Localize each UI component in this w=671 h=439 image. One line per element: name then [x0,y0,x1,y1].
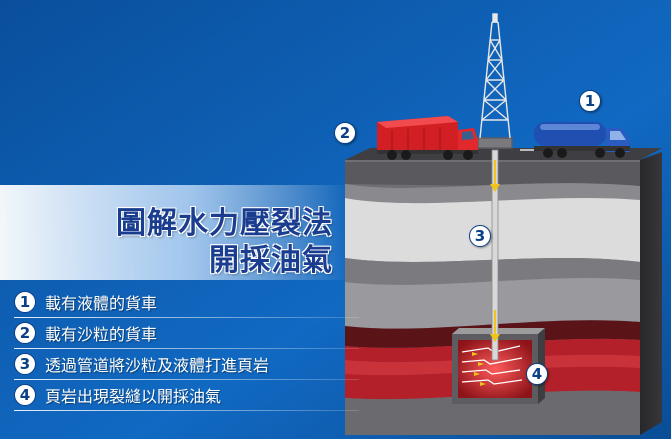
legend-item: 3 透過管道將沙粒及液體打進頁岩 [14,351,359,380]
legend-number-1: 1 [14,291,36,313]
legend: 1 載有液體的貨車 2 載有沙粒的貨車 3 透過管道將沙粒及液體打進頁岩 4 頁… [14,289,359,413]
legend-item: 4 頁岩出現裂縫以開採油氣 [14,382,359,411]
drilling-rig-icon [477,13,513,149]
tanker-truck-icon [520,122,630,158]
legend-text-1: 載有液體的貨車 [45,294,158,313]
legend-number-4: 4 [14,384,36,406]
legend-text-2: 載有沙粒的貨車 [45,325,158,344]
callout-3: 3 [469,225,491,247]
title-line-2: 開採油氣 [209,243,333,278]
title-glow-band [0,185,350,280]
well-pipe-icon [490,149,500,361]
cargo-truck-icon [377,116,478,160]
legend-item: 1 載有液體的貨車 [14,289,359,318]
title-line-1: 圖解水力壓裂法 [116,206,333,241]
legend-text-4: 頁岩出現裂縫以開採油氣 [45,387,222,406]
legend-number-3: 3 [14,353,36,375]
legend-number-2: 2 [14,322,36,344]
callout-1: 1 [579,90,601,112]
callout-2: 2 [334,122,356,144]
legend-text-3: 透過管道將沙粒及液體打進頁岩 [45,356,270,375]
fracture-zone-icon [452,328,545,404]
callout-4: 4 [526,363,548,385]
legend-item: 2 載有沙粒的貨車 [14,320,359,349]
